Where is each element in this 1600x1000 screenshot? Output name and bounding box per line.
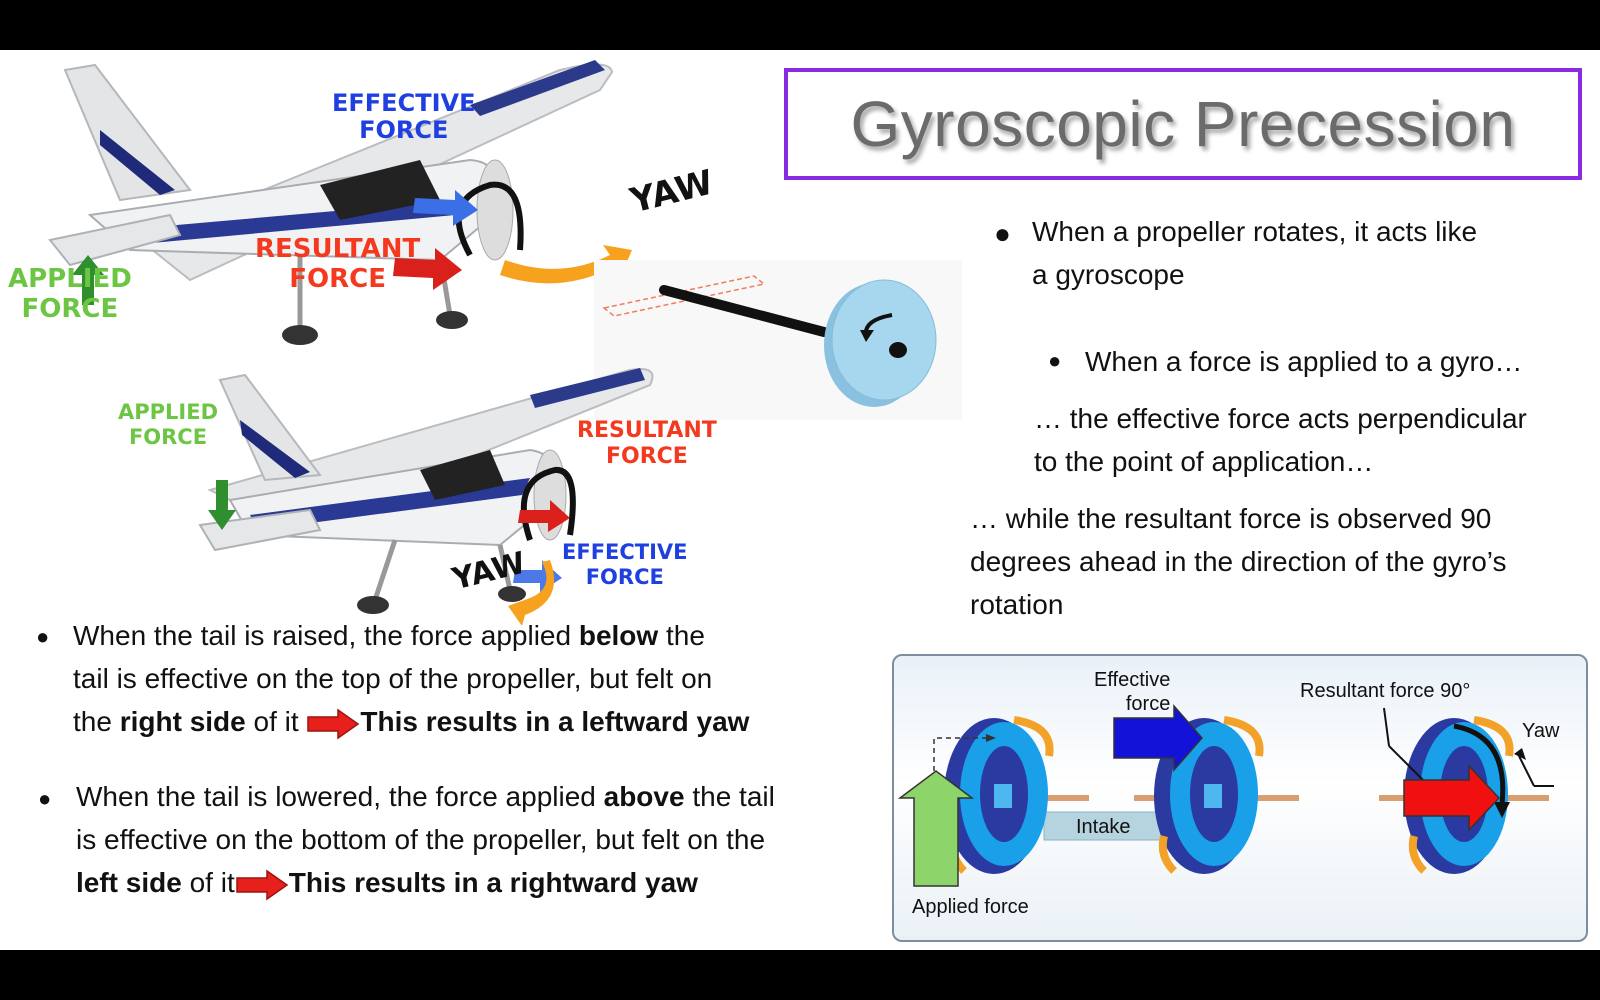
panel-yaw-label: Yaw — [1522, 720, 1560, 742]
airplane-top-illustration — [48, 60, 632, 345]
applied-force-arrow — [72, 255, 104, 305]
gyro-diagram-panel: Effective force Resultant force 90° Yaw … — [892, 654, 1588, 942]
yaw-arrow — [500, 245, 632, 284]
bottom-resultant-force-label: RESULTANT FORCE — [577, 418, 717, 469]
airplane-bottom-illustration — [198, 368, 654, 626]
applied-force-arrow-bottom — [208, 480, 236, 530]
bottom-applied-force-label: APPLIED FORCE — [118, 400, 219, 449]
bullet-dot: ● — [36, 624, 50, 649]
right-paragraph-1: … the effective force acts perpendicular… — [1034, 403, 1527, 477]
panel-resultant-force-label: Resultant force 90° — [1300, 680, 1471, 702]
bullet-dot: ● — [38, 786, 52, 811]
panel-effective-force-label: Effective force — [1094, 669, 1171, 715]
yaw-arrow-bottom — [508, 560, 555, 626]
gyro-wheel-illustration — [594, 260, 962, 420]
left-bullet-2: When the tail is lowered, the force appl… — [76, 775, 775, 904]
bullet-dot: ● — [1048, 348, 1062, 373]
tail-shape — [63, 63, 192, 202]
resultant-force-arrow — [393, 248, 462, 290]
right-bullet-1: When a propeller rotates, it acts like a… — [1032, 216, 1478, 290]
right-bullet-2: When a force is applied to a gyro… — [1085, 346, 1523, 377]
slide-title: Gyroscopic Precession — [850, 88, 1516, 160]
panel-intake-label: Intake — [1076, 816, 1131, 838]
right-arrow-icon — [235, 869, 289, 901]
applied-force-arrow-panel — [897, 770, 975, 887]
resultant-force-arrow-bottom — [518, 500, 570, 532]
effective-force-arrow-panel — [1113, 704, 1203, 772]
panel-applied-force-label: Applied force — [912, 896, 1029, 918]
slide: Gyroscopic Precession EFFECTIVE — [0, 50, 1600, 950]
resultant-force-arrow-panel — [1403, 764, 1501, 832]
right-arrow-icon — [307, 708, 360, 740]
gyro-diagram — [897, 704, 1554, 887]
right-paragraph-2: … while the resultant force is observed … — [970, 503, 1507, 620]
title-box: Gyroscopic Precession — [784, 68, 1582, 180]
left-bullet-1: When the tail is raised, the force appli… — [73, 614, 749, 743]
top-applied-force-label: APPLIED FORCE — [8, 264, 132, 324]
bullet-dot: ● — [994, 218, 1011, 249]
top-effective-force-label: EFFECTIVE FORCE — [332, 89, 476, 144]
effective-force-arrow — [413, 190, 478, 226]
bottom-effective-force-label: EFFECTIVE FORCE — [562, 540, 688, 589]
top-resultant-force-label: RESULTANT FORCE — [255, 234, 421, 294]
